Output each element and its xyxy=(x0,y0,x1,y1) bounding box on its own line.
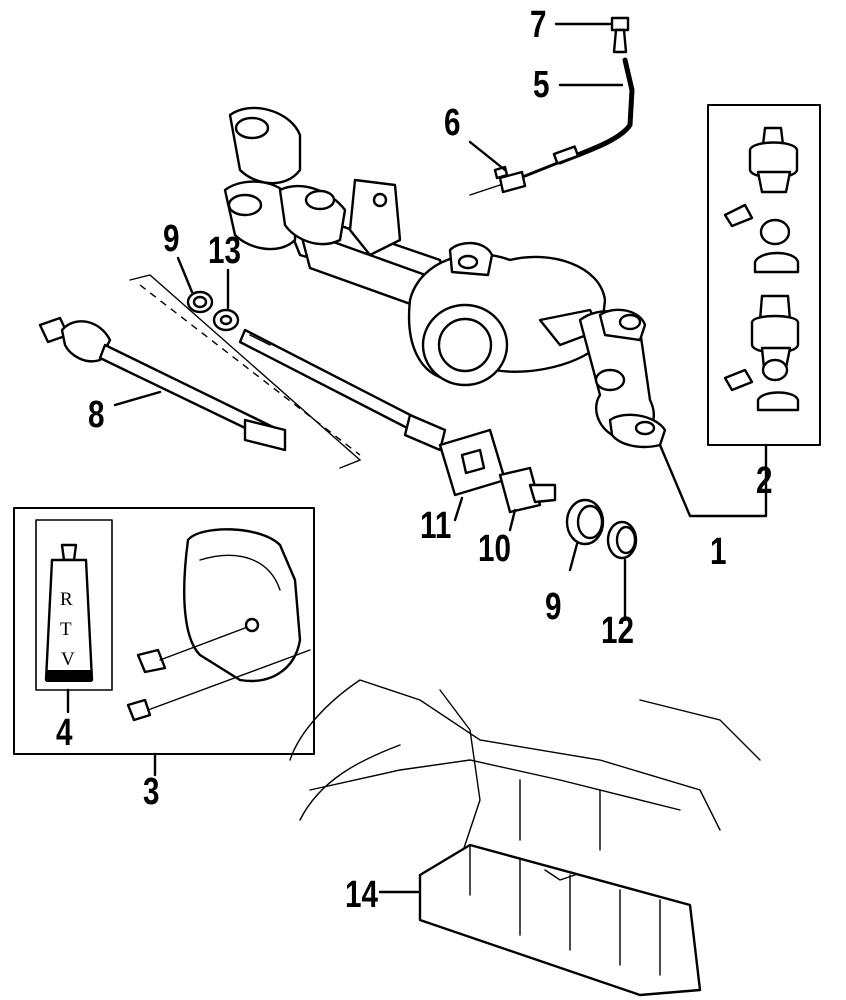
tube-letter-r: R xyxy=(60,589,73,610)
callout-8: 8 xyxy=(88,394,105,436)
ball-joint-upper[interactable] xyxy=(748,126,799,194)
outer-axle-shaft[interactable] xyxy=(38,316,287,452)
axle-seal[interactable] xyxy=(186,290,214,314)
rtv-sealant-tube[interactable]: R T V xyxy=(35,519,113,691)
thrust-washer[interactable] xyxy=(212,308,240,332)
callout-9-top: 9 xyxy=(163,218,180,260)
callout-11: 11 xyxy=(420,505,452,547)
callout-13: 13 xyxy=(208,230,241,272)
callout-3: 3 xyxy=(143,771,160,813)
callout-6: 6 xyxy=(444,102,461,144)
tube-letter-t: T xyxy=(60,619,72,640)
tube-letter-v: V xyxy=(61,649,75,670)
inner-axle-shaft[interactable] xyxy=(238,328,447,452)
callout-4: 4 xyxy=(56,712,73,754)
callout-5: 5 xyxy=(533,64,550,106)
axle-housing[interactable] xyxy=(223,106,667,449)
vent-valve[interactable] xyxy=(610,16,630,54)
callout-2: 2 xyxy=(756,460,773,502)
clip-bracket[interactable] xyxy=(438,428,507,497)
inner-bearing-seal[interactable] xyxy=(565,498,605,546)
cover-bolt[interactable] xyxy=(126,649,311,722)
fill-plug[interactable] xyxy=(136,627,246,674)
callout-1: 1 xyxy=(710,531,727,573)
callout-10: 10 xyxy=(478,528,511,570)
skid-plate[interactable] xyxy=(418,843,702,997)
oil-seal[interactable] xyxy=(606,520,638,560)
callout-7: 7 xyxy=(530,4,547,46)
callout-12: 12 xyxy=(601,610,634,652)
vent-hose[interactable] xyxy=(518,57,635,180)
callout-14: 14 xyxy=(345,874,378,916)
shift-motor-switch[interactable] xyxy=(498,466,557,514)
hose-fitting[interactable] xyxy=(469,165,527,196)
differential-cover[interactable] xyxy=(183,528,302,683)
frame-outline xyxy=(289,679,761,861)
callout-9-bottom: 9 xyxy=(545,586,562,628)
leader-lines xyxy=(66,22,768,894)
